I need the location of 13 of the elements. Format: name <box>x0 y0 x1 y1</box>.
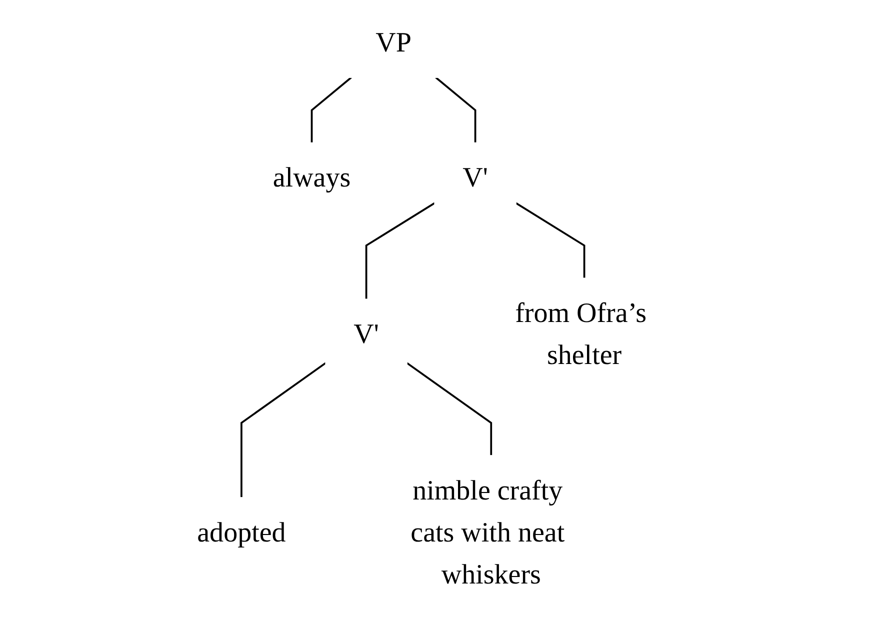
connector <box>240 362 326 498</box>
node-text: V' <box>353 318 379 350</box>
node-text: always <box>272 162 350 194</box>
node-text: V' <box>462 162 488 194</box>
connector <box>364 202 435 300</box>
connector <box>406 362 492 456</box>
connector <box>515 202 585 278</box>
node-text: adopted <box>196 517 286 548</box>
connector <box>310 76 352 143</box>
connector <box>434 76 476 143</box>
node-text: VP <box>375 27 412 58</box>
node-text: nimble crafty cats with neat whiskers <box>410 475 564 590</box>
node-text: from Ofra’s shelter <box>514 298 646 371</box>
